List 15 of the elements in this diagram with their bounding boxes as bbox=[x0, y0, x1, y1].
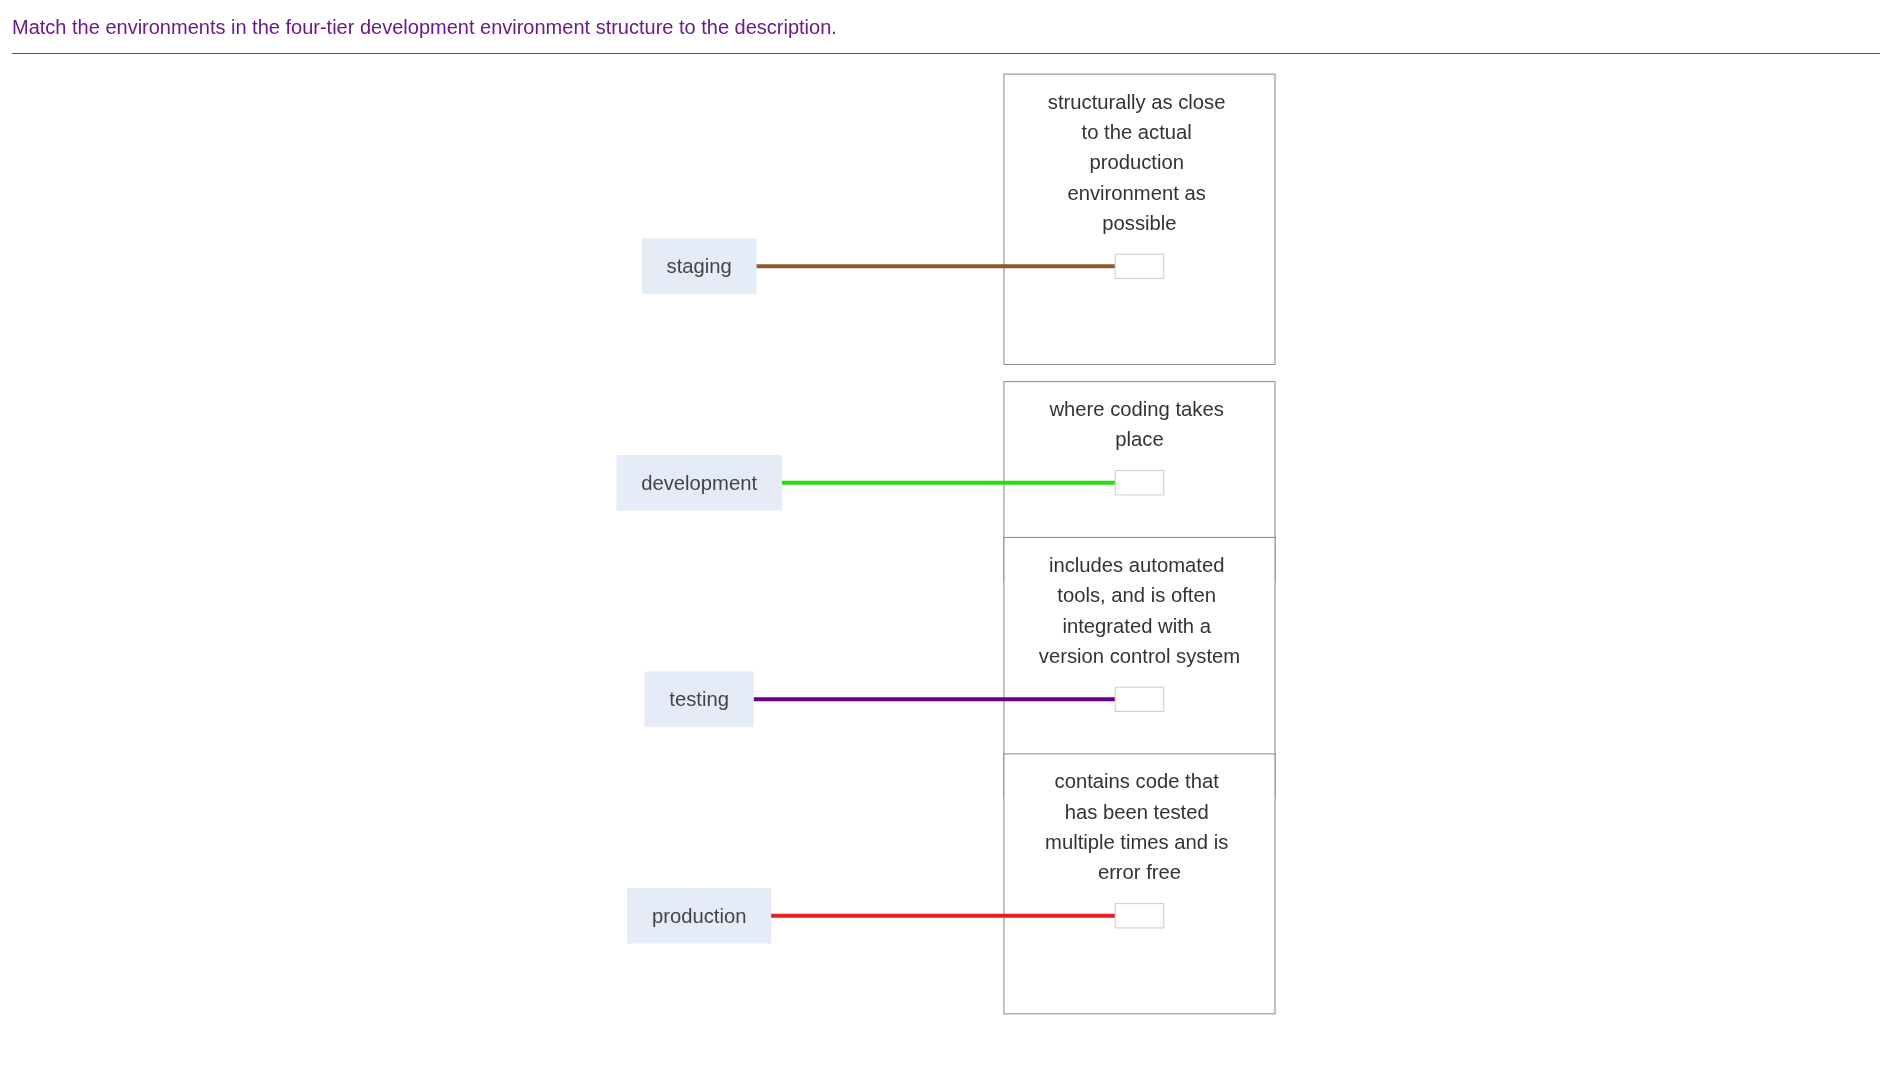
instruction-text: Match the environments in the four-tier development environment structure to the description. bbox=[12, 16, 1880, 54]
cluster: structurally as close to the actual production environment as possible bbox=[1003, 73, 1276, 365]
connector bbox=[781, 480, 1116, 485]
cluster: contains code that has been tested multiple times and is error free bbox=[1003, 753, 1276, 1015]
node-box bbox=[1114, 470, 1165, 496]
node-box bbox=[1114, 686, 1165, 712]
node-box bbox=[1114, 903, 1165, 929]
node-box: production bbox=[627, 887, 772, 944]
node-box: development bbox=[616, 455, 782, 511]
node-box bbox=[1114, 253, 1165, 279]
connector bbox=[753, 697, 1116, 702]
connector bbox=[756, 264, 1116, 269]
node-box: testing bbox=[644, 671, 754, 728]
connector bbox=[770, 913, 1116, 918]
node-box: staging bbox=[641, 238, 757, 295]
